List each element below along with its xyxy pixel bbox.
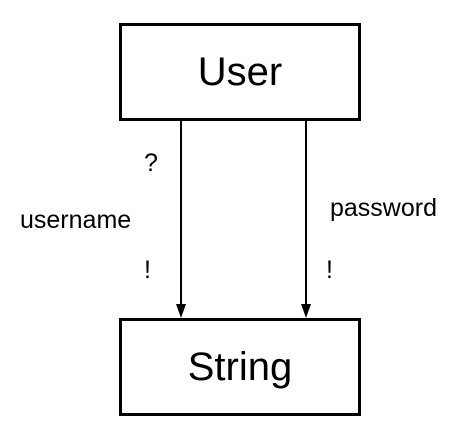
username-edge-label: username xyxy=(20,206,132,234)
string-class-box: String xyxy=(119,318,361,416)
username-arrowhead xyxy=(176,304,186,318)
password-arrow xyxy=(301,121,311,318)
user-class-label: User xyxy=(197,50,283,94)
username-arrow xyxy=(176,121,186,318)
username-target-multiplicity: ! xyxy=(144,256,151,284)
password-arrowhead xyxy=(301,304,311,318)
string-class-label: String xyxy=(187,345,293,389)
password-edge-label: password xyxy=(330,194,437,222)
username-source-multiplicity: ? xyxy=(144,149,158,177)
password-target-multiplicity: ! xyxy=(326,256,333,284)
user-class-box: User xyxy=(119,23,361,121)
